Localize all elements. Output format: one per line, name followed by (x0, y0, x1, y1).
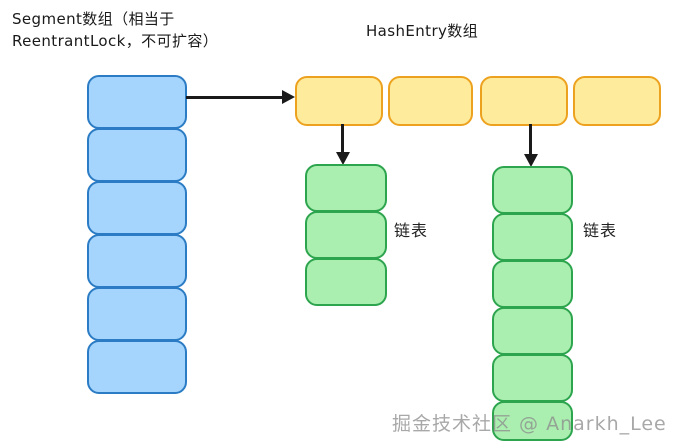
connector-line (529, 124, 532, 159)
segment-cell[interactable] (87, 340, 187, 394)
arrow-head-down-icon (524, 154, 538, 167)
segment-cell[interactable] (87, 287, 187, 341)
hashentry-cell[interactable] (480, 76, 568, 126)
hashentry-array-title: HashEntry数组 (366, 22, 479, 40)
chain-node[interactable] (492, 260, 573, 308)
hashentry-cell[interactable] (388, 76, 473, 126)
connector-line (186, 96, 286, 99)
connector-line (341, 124, 344, 157)
segment-array-title: Segment数组（相当于 ReentrantLock，不可扩容） (12, 10, 219, 50)
chain-node[interactable] (492, 354, 573, 402)
chain-node[interactable] (305, 211, 387, 259)
chain-node[interactable] (492, 401, 573, 441)
chain-node[interactable] (492, 166, 573, 214)
arrow-head-right-icon (282, 90, 295, 104)
chain-left-label: 链表 (394, 221, 429, 240)
hashentry-cell[interactable] (295, 76, 383, 126)
segment-cell[interactable] (87, 181, 187, 235)
watermark-text: 掘金技术社区 @ Anarkh_Lee (392, 413, 667, 435)
hashentry-cell[interactable] (573, 76, 661, 126)
segment-cell[interactable] (87, 128, 187, 182)
segment-cell[interactable] (87, 234, 187, 288)
chain-right-label: 链表 (583, 221, 618, 240)
chain-node[interactable] (305, 164, 387, 212)
chain-node[interactable] (305, 258, 387, 306)
arrow-head-down-icon (336, 152, 350, 165)
chain-node[interactable] (492, 307, 573, 355)
segment-cell[interactable] (87, 75, 187, 129)
chain-node[interactable] (492, 213, 573, 261)
